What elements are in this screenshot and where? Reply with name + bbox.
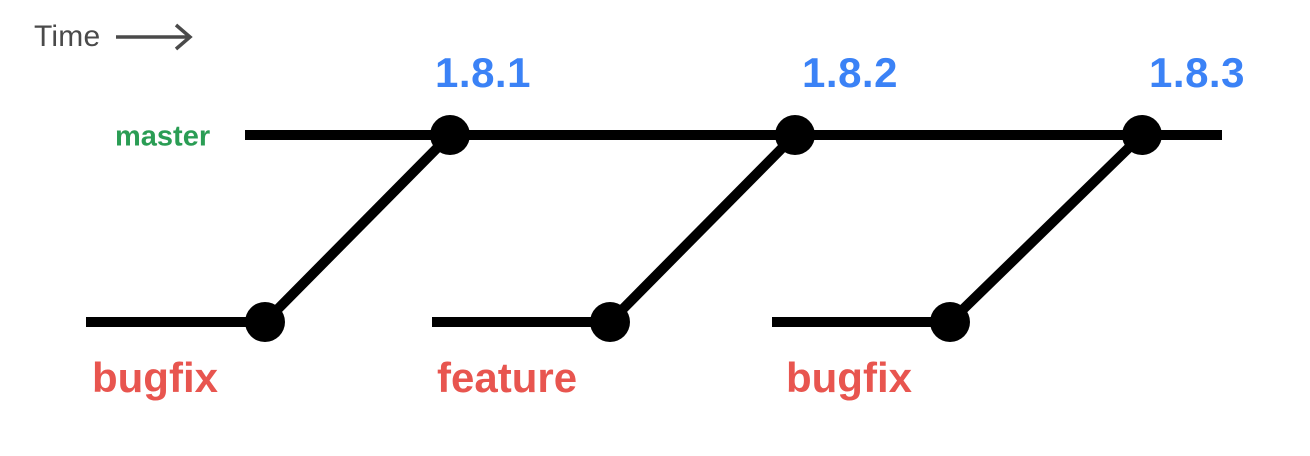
commit-node-1-8-3[interactable] xyxy=(1122,115,1162,155)
commit-node-1-8-2[interactable] xyxy=(775,115,815,155)
branch-label-master: master xyxy=(115,120,211,153)
version-tag-1-8-1: 1.8.1 xyxy=(435,49,531,96)
branch-label-bugfix-2: bugfix xyxy=(786,354,912,401)
merge-line-feature xyxy=(606,131,799,326)
branch-label-bugfix-1: bugfix xyxy=(92,354,218,401)
version-tag-1-8-2: 1.8.2 xyxy=(802,49,898,96)
time-axis-label: Time xyxy=(34,20,101,53)
commit-node-feature[interactable] xyxy=(590,302,630,342)
branch-label-feature: feature xyxy=(437,354,578,401)
commit-node-bugfix-1[interactable] xyxy=(245,302,285,342)
commit-node-1-8-1[interactable] xyxy=(430,115,470,155)
time-axis-caption: Time xyxy=(34,22,200,52)
commit-node-bugfix-2[interactable] xyxy=(930,302,970,342)
merge-line-bugfix-2 xyxy=(946,131,1146,326)
merge-line-bugfix-1 xyxy=(261,131,454,326)
version-tag-1-8-3: 1.8.3 xyxy=(1149,49,1245,96)
right-arrow-icon xyxy=(114,22,200,52)
